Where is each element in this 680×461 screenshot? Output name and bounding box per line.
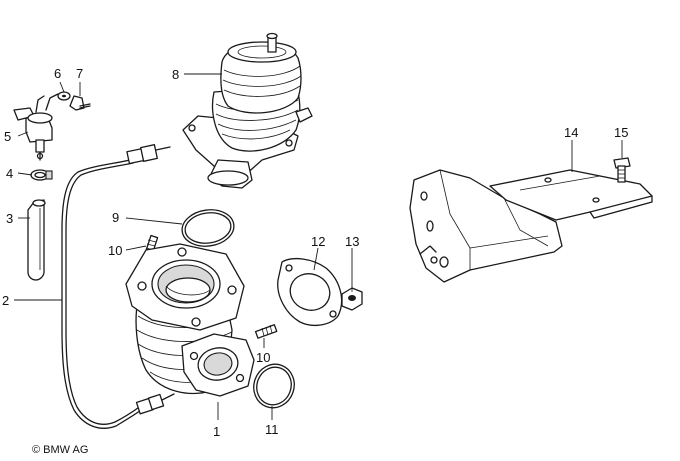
callout-7: 7 (76, 66, 83, 81)
part-2-vacuum-pipe[interactable] (61, 144, 175, 429)
callout-15: 15 (614, 125, 628, 140)
callout-10-upper: 10 (108, 243, 122, 258)
callout-14: 14 (564, 125, 578, 140)
part-12-gasket[interactable] (277, 257, 343, 327)
callout-4: 4 (6, 166, 13, 181)
part-8-vacuum-actuator[interactable] (182, 32, 313, 189)
part-13-nut[interactable] (341, 287, 363, 311)
callout-5: 5 (4, 129, 11, 144)
callout-2: 2 (2, 293, 9, 308)
callout-6: 6 (54, 66, 61, 81)
part-7-bolt[interactable] (69, 95, 91, 111)
part-6-washer[interactable] (57, 91, 71, 101)
callout-13: 13 (345, 234, 359, 249)
leader-lines (14, 73, 623, 420)
copyright-notice: © BMW AG (32, 444, 89, 456)
part-3-rubber-hose[interactable] (27, 199, 46, 281)
callout-1: 1 (213, 424, 220, 439)
callout-3: 3 (6, 211, 13, 226)
callout-numbers: 1 2 3 4 5 6 7 8 9 10 10 11 12 13 14 15 (2, 66, 628, 439)
callout-9: 9 (112, 210, 119, 225)
part-10-stud-lower[interactable] (254, 324, 278, 339)
callout-8: 8 (172, 67, 179, 82)
part-4-hose-clamp[interactable] (30, 169, 53, 181)
part-5-vacuum-valve[interactable] (13, 93, 59, 161)
part-15-screw[interactable] (613, 157, 631, 183)
part-11-o-ring[interactable] (248, 358, 301, 413)
callout-10-lower: 10 (256, 350, 270, 365)
part-14-bracket[interactable] (409, 169, 653, 283)
callout-11: 11 (265, 422, 279, 437)
part-1-egr-valve-housing[interactable] (125, 243, 255, 397)
part-9-o-ring[interactable] (180, 207, 237, 250)
callout-12: 12 (311, 234, 325, 249)
